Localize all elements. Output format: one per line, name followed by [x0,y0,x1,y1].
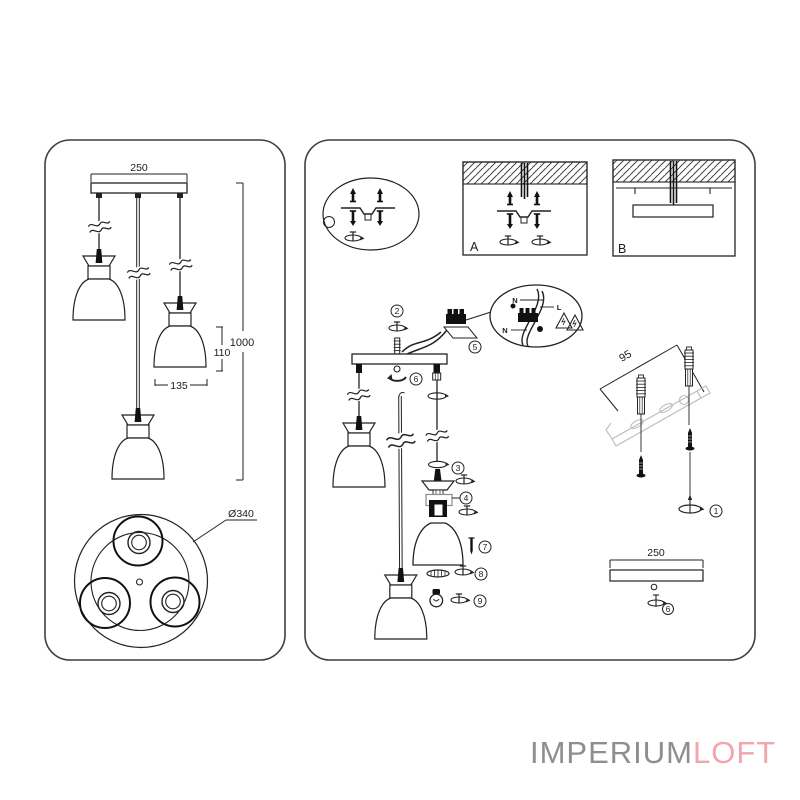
cord-turn-icon [427,392,449,400]
callout-7-number: 7 [483,542,488,552]
callout-6-number: 6 [414,374,419,384]
dim-95-label: 95 [617,348,634,365]
callout-5: 5 [468,340,482,354]
dimension-diameter: Ø340 [192,508,257,543]
callout-1: 1 [709,504,723,518]
shade-holder [420,480,456,491]
fixture-bottom-view: Ø340 [73,508,257,649]
light-bulb-icon [429,589,444,608]
cord-grip [433,469,442,481]
exploded-assembly: 2 6 [332,284,584,640]
brand-logo: IMPERIUMLOFT [530,735,775,771]
assembly-panel: A B 2 [304,139,756,661]
mounting-bar [351,353,448,365]
rotate-arrow-icon [387,374,407,382]
shade-screw [468,537,475,555]
dimension-shade-height: 110 [214,326,231,372]
knurled-ring [426,569,450,578]
bar-detail: 250 6 [609,547,704,615]
mounting-option-a: A [462,161,588,256]
dimension-shade-width: 135 [154,379,208,392]
dim-250b-label: 250 [647,547,665,559]
hardware-bubble [322,177,420,251]
callout-4-number: 4 [464,493,469,503]
wall-anchor-icon [683,346,695,387]
dimension-95: 95 [599,344,705,412]
warning-triangle-icon [555,311,584,331]
callout-6: 6 [409,372,423,386]
callout-3: 3 [451,461,465,475]
callout-6b-number: 6 [666,604,671,614]
dimension-panel: 250 1000 [44,139,286,661]
dim-250-label: 250 [130,162,148,174]
wiring-detail-bubble: N L N [489,284,584,348]
dim-340-label: Ø340 [228,508,254,520]
callout-7: 7 [478,540,492,554]
wire-n-top-label: N [512,296,517,305]
anchor-detail: 95 [599,344,723,518]
mounting-bracket-ghost [605,385,711,447]
mounting-option-b: B [612,159,736,257]
callout-9-number: 9 [478,596,483,606]
lamp-socket [429,500,447,517]
option-a-label: A [470,240,479,254]
wire-l-label: L [557,303,562,312]
terminal-block [442,309,479,339]
callout-9: 9 [473,594,487,608]
dim-135-label: 135 [170,380,188,392]
turn-screw-icon [647,594,667,607]
callout-5-number: 5 [473,342,478,352]
brand-loft: LOFT [693,735,777,770]
brand-imperium: IMPERIUM [530,735,693,770]
callout-1-number: 1 [714,506,719,516]
turn-direction-icon [678,494,705,514]
callout-3-number: 3 [456,463,461,473]
callout-8: 8 [474,567,488,581]
callout-2-number: 2 [395,306,400,316]
fixture-front-view [72,182,207,480]
callout-4: 4 [459,491,473,505]
dim-1000-label: 1000 [230,337,254,349]
glass-shade [412,522,464,566]
callout-2: 2 [390,304,404,318]
cord-turn-icon [427,460,450,469]
callout-6b: 6 [662,603,674,615]
bar-hole [393,365,401,373]
dimension-total-height: 1000 [230,182,254,481]
dimension-bar-width: 250 [90,162,188,182]
wall-anchor-icon [635,374,647,415]
option-b-label: B [618,242,626,256]
dim-110-label: 110 [214,347,231,359]
callout-8-number: 8 [479,569,484,579]
wire-n-left-label: N [502,326,507,335]
